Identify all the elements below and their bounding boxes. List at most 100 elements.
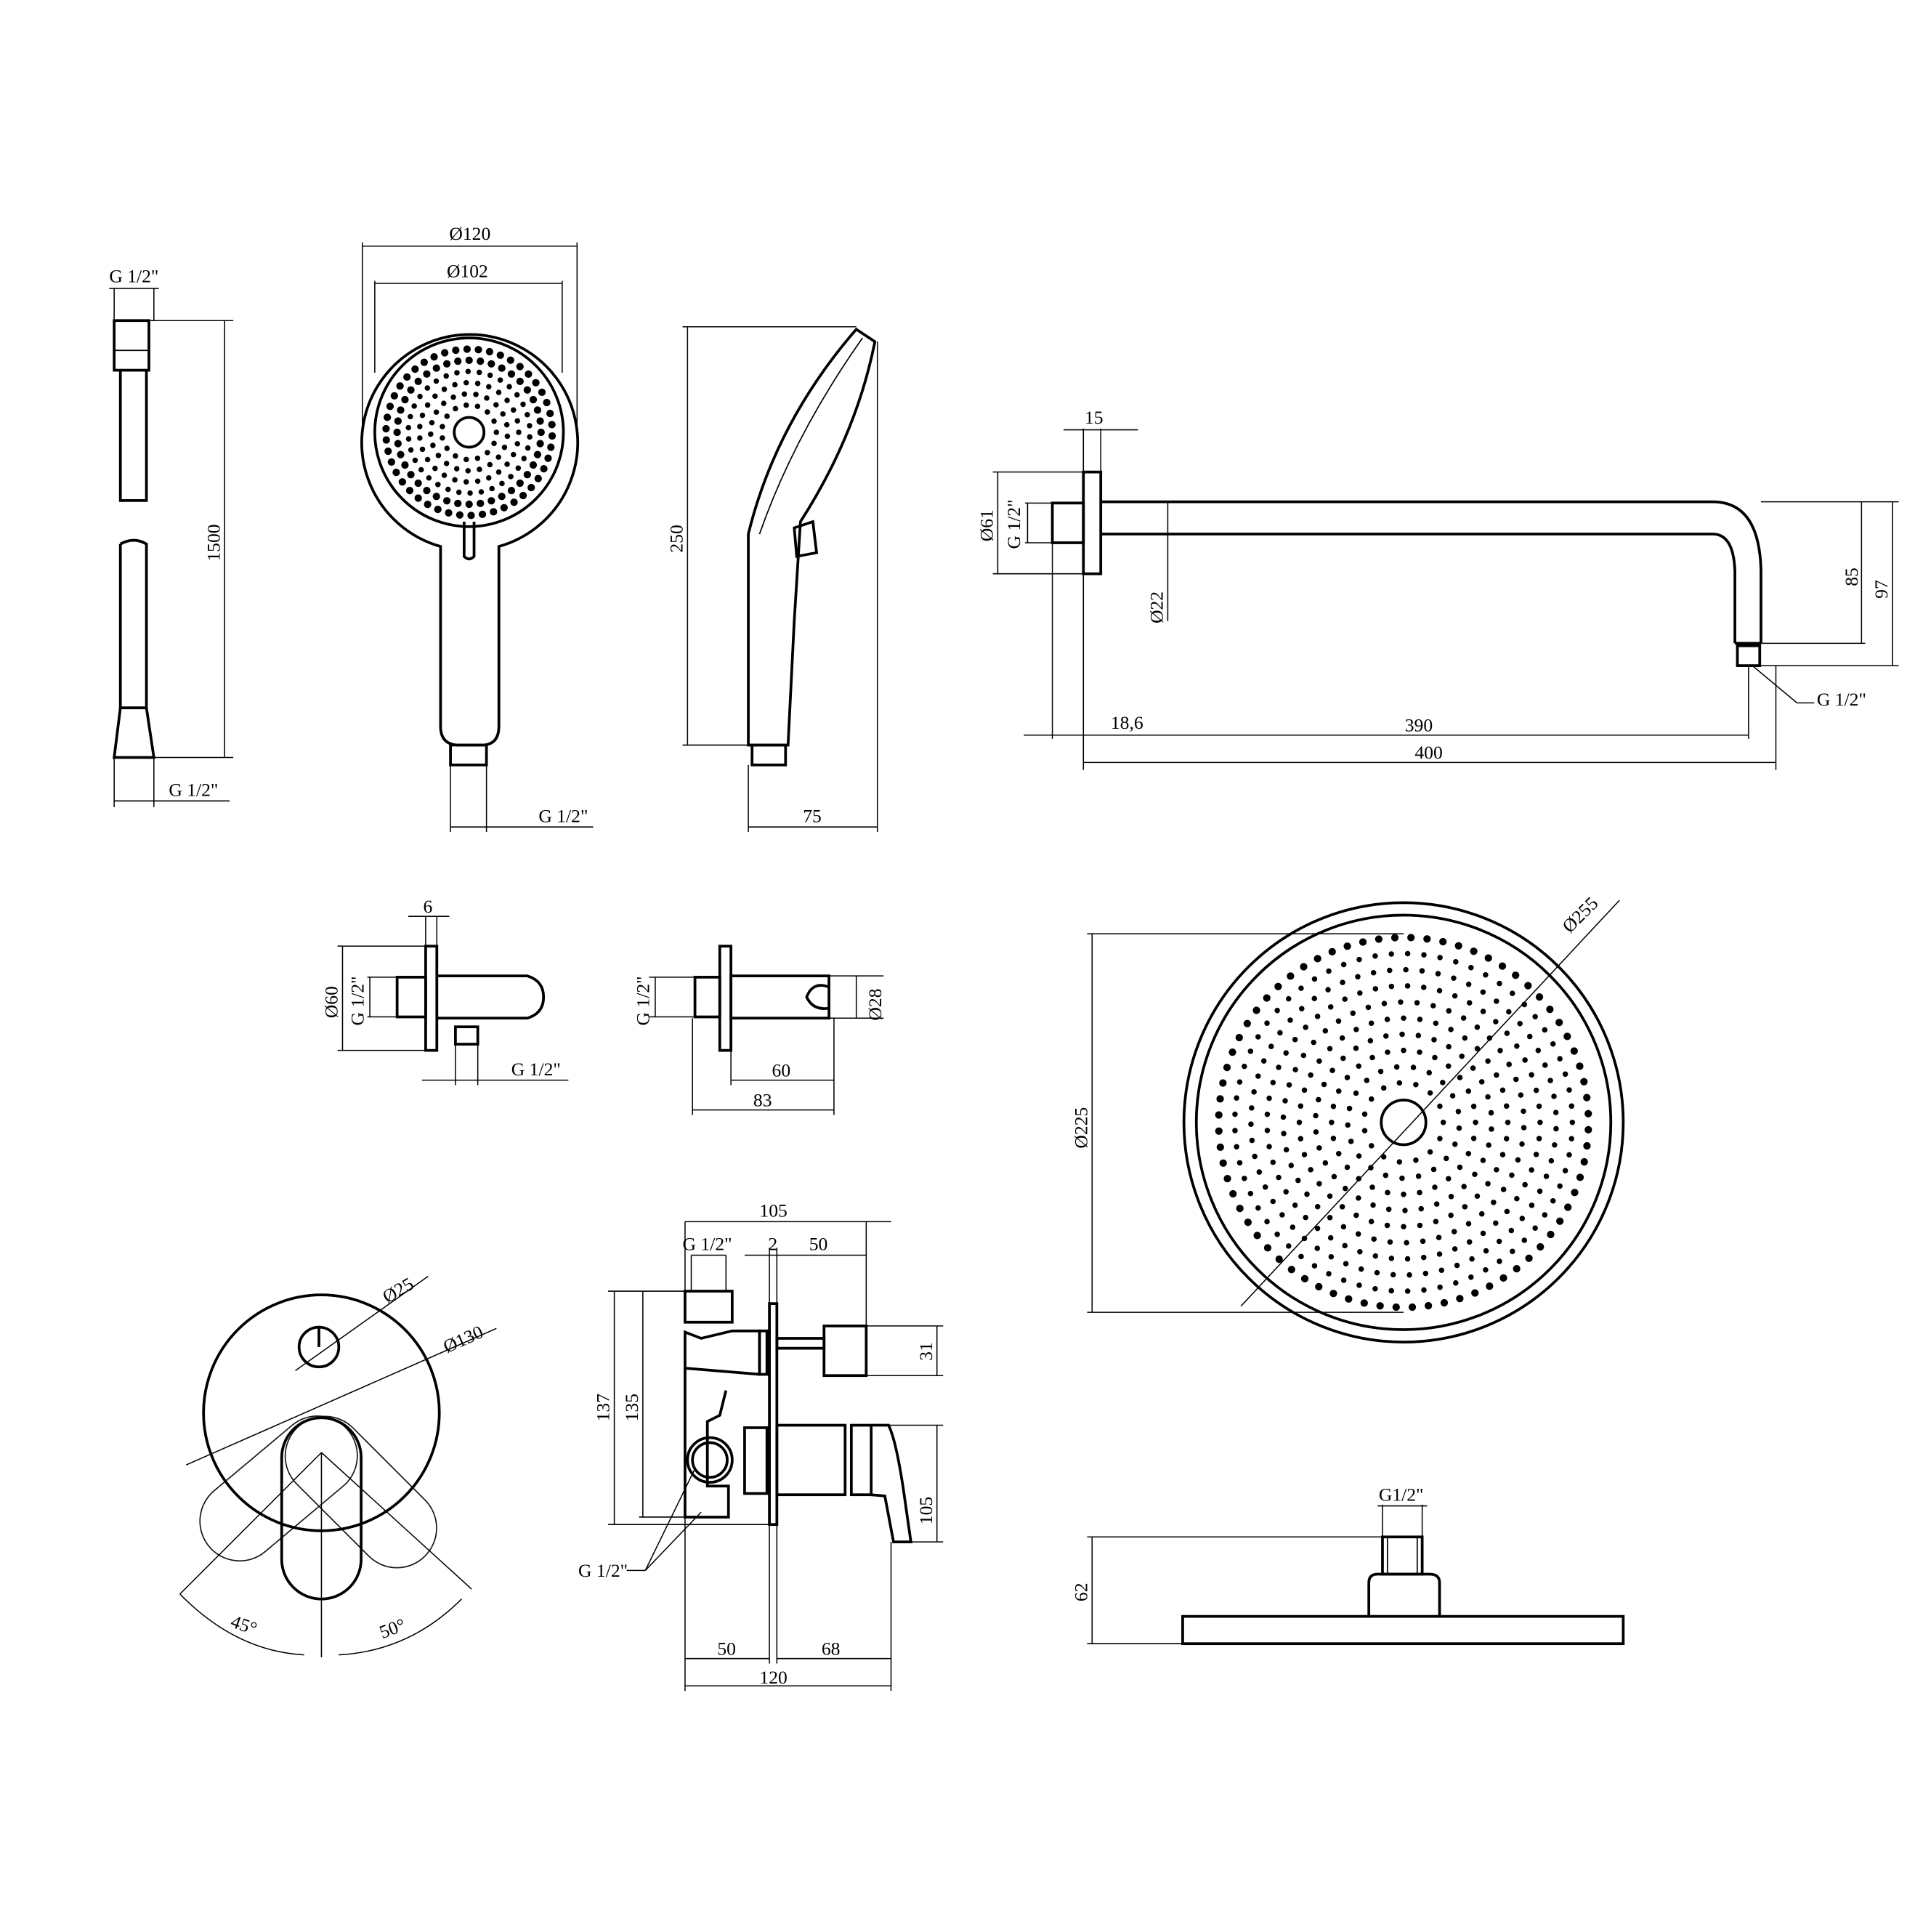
- nozzle-dot: [1548, 1157, 1555, 1164]
- nozzle-dot: [454, 370, 460, 376]
- nozzle-dot: [544, 454, 552, 462]
- nozzle-dot: [1553, 1125, 1559, 1132]
- nozzle-dot: [1266, 1095, 1272, 1102]
- nozzle-dot: [1524, 982, 1532, 990]
- nozzle-dot: [453, 453, 458, 459]
- nozzle-dot: [498, 493, 506, 501]
- nozzle-dot: [428, 431, 434, 437]
- nozzle-dot: [1274, 1232, 1280, 1237]
- nozzle-dot: [1485, 1094, 1491, 1100]
- nozzle-dot: [441, 400, 447, 406]
- nozzle-dot: [1542, 1212, 1548, 1218]
- nozzle-dot: [1298, 1136, 1304, 1141]
- nozzle-dot: [1371, 1236, 1377, 1242]
- nozzle-dot: [1529, 1072, 1534, 1078]
- nozzle-dot: [1584, 1125, 1592, 1134]
- nozzle-dot: [397, 406, 405, 414]
- nozzle-dot: [1216, 1143, 1224, 1151]
- nozzle-dot: [1260, 1058, 1267, 1064]
- nozzle-dot: [493, 429, 500, 435]
- nozzle-dot: [1229, 1189, 1237, 1198]
- nozzle-dot: [1430, 1166, 1437, 1173]
- nozzle-dot: [1510, 990, 1515, 996]
- nozzle-dot: [1437, 1103, 1443, 1110]
- nozzle-dot: [386, 403, 394, 411]
- nozzle-dot: [1219, 1079, 1227, 1087]
- nozzle-dot: [423, 370, 431, 378]
- arm-drop-outer-label: 97: [1871, 580, 1892, 599]
- nozzle-dot: [1471, 1289, 1479, 1297]
- nozzle-dot: [1327, 1215, 1333, 1221]
- nozzle-dot: [417, 393, 423, 400]
- nozzle-dot: [1286, 1243, 1292, 1249]
- nozzle-dot: [1311, 976, 1318, 982]
- nozzle-dot: [1388, 951, 1394, 957]
- nozzle-dot: [507, 486, 516, 495]
- nozzle-dot: [1483, 1248, 1489, 1254]
- nozzle-dot: [1556, 1217, 1564, 1225]
- nozzle-dot: [1403, 966, 1409, 973]
- nozzle-dot: [1525, 1254, 1533, 1262]
- nozzle-dot: [1301, 1087, 1308, 1094]
- nozzle-dot: [1480, 1157, 1486, 1163]
- nozzle-dot: [1506, 1062, 1512, 1067]
- nozzle-dot: [1542, 1062, 1548, 1068]
- nozzle-dot: [1466, 1000, 1473, 1006]
- nozzle-dot: [1426, 1070, 1433, 1076]
- holder-total-projection-label: 83: [753, 1090, 772, 1111]
- nozzle-dot: [1335, 1018, 1342, 1024]
- nozzle-dot: [1452, 1246, 1458, 1252]
- nozzle-dot: [1298, 1253, 1304, 1260]
- nozzle-dot: [1358, 1266, 1364, 1272]
- nozzle-dot: [1514, 1195, 1520, 1202]
- nozzle-dot: [477, 499, 485, 507]
- nozzle-dot: [1449, 1093, 1456, 1099]
- nozzle-dot: [405, 486, 414, 495]
- nozzle-dot: [1568, 1136, 1574, 1141]
- nozzle-dot: [1452, 1141, 1458, 1147]
- nozzle-dot: [1519, 1141, 1525, 1147]
- nozzle-dot: [465, 500, 473, 509]
- nozzle-dot: [1557, 1056, 1563, 1062]
- nozzle-dot: [1243, 1019, 1251, 1027]
- nozzle-dot: [1532, 1225, 1538, 1231]
- nozzle-dot: [487, 372, 493, 379]
- nozzle-dot: [514, 440, 520, 447]
- nozzle-dot: [504, 461, 510, 467]
- nozzle-dot: [1280, 1114, 1287, 1120]
- nozzle-dot: [412, 457, 418, 464]
- nozzle-dot: [1435, 971, 1441, 977]
- nozzle-dot: [478, 489, 485, 495]
- nozzle-dot: [1563, 1032, 1571, 1040]
- nozzle-dot: [1499, 1274, 1507, 1282]
- nozzle-dot: [1410, 1064, 1417, 1070]
- nozzle-dot: [1313, 1112, 1319, 1119]
- nozzle-dot: [1499, 1087, 1506, 1094]
- nozzle-dot: [1387, 1239, 1393, 1245]
- nozzle-dot: [1431, 1037, 1437, 1043]
- nozzle-dot: [463, 379, 469, 386]
- nozzle-dot: [463, 456, 469, 463]
- nozzle-dot: [1322, 1028, 1329, 1034]
- nozzle-dot: [1440, 1080, 1446, 1086]
- nozzle-dot: [424, 385, 431, 391]
- nozzle-dot: [1465, 1150, 1472, 1157]
- nozzle-dot: [516, 429, 522, 435]
- nozzle-dot: [1360, 1299, 1368, 1307]
- nozzle-dot: [1436, 1251, 1443, 1257]
- nozzle-dot: [1459, 1054, 1465, 1059]
- nozzle-dot: [1522, 1057, 1528, 1063]
- nozzle-dot: [537, 428, 545, 437]
- nozzle-dot: [1432, 1184, 1438, 1190]
- nozzle-dot: [1255, 1034, 1261, 1040]
- nozzle-dot: [1308, 1072, 1313, 1078]
- nozzle-dot: [1417, 1049, 1422, 1055]
- rain-shower-head-drawing: Ø255 Ø225: [1070, 893, 1625, 1343]
- nozzle-dot: [1547, 1078, 1553, 1083]
- nozzle-dot: [1248, 1121, 1254, 1127]
- nozzle-dot: [1292, 1202, 1298, 1208]
- nozzle-dot: [1330, 1136, 1337, 1141]
- mixer-outlet-projection-label: 50: [809, 1234, 828, 1255]
- nozzle-dot: [1326, 1271, 1332, 1277]
- nozzle-dot: [454, 499, 462, 507]
